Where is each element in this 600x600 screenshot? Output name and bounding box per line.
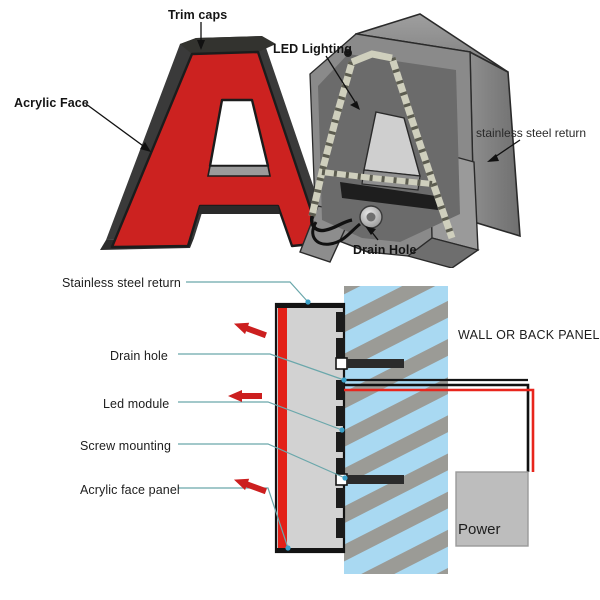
red-letter-a <box>100 36 334 250</box>
label-trim-caps: Trim caps <box>168 8 228 22</box>
section-view <box>178 281 535 574</box>
power-supply-box <box>455 471 529 547</box>
label-drain-hole-top: Drain Hole <box>353 243 417 257</box>
label-led-module: Led module <box>103 397 170 411</box>
label-wall-or-back-panel: WALL OR BACK PANEL <box>458 328 600 342</box>
led-strip-left <box>308 61 356 217</box>
label-acrylic-face: Acrylic Face <box>14 96 89 110</box>
drain-hole-detail <box>310 205 383 246</box>
label-drain-hole-section: Drain hole <box>110 349 168 363</box>
label-stainless-steel-return-top: stainless steel return <box>476 126 587 140</box>
screw-mounting-upper <box>335 357 404 370</box>
label-screw-mounting: Screw mounting <box>80 439 172 453</box>
led-strip-right <box>388 56 456 240</box>
label-power: Power <box>458 521 501 538</box>
power-wiring <box>344 383 535 472</box>
label-stainless-steel-return-section: Stainless steel return <box>62 276 181 290</box>
return-top <box>276 304 344 308</box>
top-leader-lines <box>85 22 521 241</box>
top-3d-view <box>85 13 521 268</box>
section-leader-lines <box>178 281 346 549</box>
led-module-stack <box>336 312 345 538</box>
acrylic-face-panel-strip <box>278 306 287 550</box>
label-led-lighting: LED Lighting <box>273 42 352 56</box>
section-leader-dots <box>285 299 348 551</box>
led-strip-crossbar <box>321 169 433 187</box>
arrow-top <box>233 322 267 339</box>
direction-arrows <box>228 322 267 495</box>
return-bottom <box>276 548 344 552</box>
label-acrylic-face-panel: Acrylic face panel <box>80 483 180 497</box>
arrow-middle <box>228 390 262 402</box>
arrow-bottom <box>233 478 267 495</box>
led-strip-apex <box>350 50 393 66</box>
wall-back-panel <box>344 286 448 574</box>
gray-letter-a-open-channel <box>299 13 521 268</box>
